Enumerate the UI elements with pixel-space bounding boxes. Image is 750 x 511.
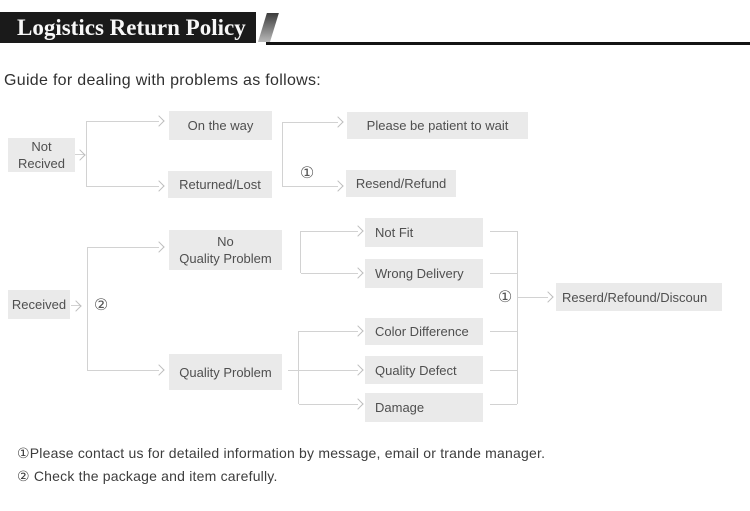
arrow-right-icon (352, 325, 364, 337)
arrow-right-icon (352, 225, 364, 237)
footnote-1: ①Please contact us for detailed informat… (17, 445, 546, 461)
flow-line (300, 231, 301, 273)
arrow-right-icon (542, 291, 554, 303)
flow-line (88, 247, 159, 248)
flow-line (298, 331, 299, 404)
flow-line (299, 404, 358, 405)
flow-line (87, 186, 159, 187)
node-received: Received (8, 290, 70, 319)
arrow-right-icon (153, 180, 165, 192)
flow-line (282, 122, 283, 187)
marker-1-icon: ① (496, 289, 514, 307)
arrow-right-icon (74, 149, 86, 161)
flow-line (299, 331, 358, 332)
intro-text: Guide for dealing with problems as follo… (4, 72, 322, 89)
page-title: Logistics Return Policy (17, 15, 246, 40)
flow-line (517, 231, 518, 404)
flow-line (490, 231, 517, 232)
flow-line (86, 121, 87, 187)
node-result: Reserd/Refound/Discoun (556, 283, 722, 311)
flow-line (87, 121, 159, 122)
node-on-the-way: On the way (169, 111, 272, 140)
flow-line (301, 231, 358, 232)
banner-flap-decoration (258, 13, 279, 42)
arrow-right-icon (332, 116, 344, 128)
footnote-2: ② Check the package and item carefully. (17, 468, 278, 484)
arrow-right-icon (153, 241, 165, 253)
flow-line (88, 370, 159, 371)
arrow-right-icon (153, 115, 165, 127)
arrow-right-icon (352, 364, 364, 376)
node-quality-problem: Quality Problem (169, 354, 282, 390)
arrow-right-icon (70, 300, 82, 312)
flow-line (301, 273, 358, 274)
node-color-difference: Color Difference (365, 318, 483, 345)
node-damage: Damage (365, 393, 483, 422)
arrow-right-icon (352, 267, 364, 279)
marker-1-icon: ① (298, 165, 316, 183)
arrow-right-icon (332, 180, 344, 192)
node-quality-defect: Quality Defect (365, 356, 483, 384)
flow-line (71, 305, 80, 306)
page-title-banner: Logistics Return Policy (0, 12, 256, 43)
flow-line (75, 154, 84, 155)
node-not-received: Not Recived (8, 138, 75, 172)
flow-line (490, 331, 517, 332)
node-resend-refund: Resend/Refund (346, 170, 456, 197)
node-wrong-delivery: Wrong Delivery (365, 259, 483, 288)
flow-line (490, 404, 517, 405)
flow-line (283, 122, 338, 123)
node-be-patient: Please be patient to wait (347, 112, 528, 139)
arrow-right-icon (352, 398, 364, 410)
node-returned-lost: Returned/Lost (168, 171, 272, 198)
flow-line (490, 370, 517, 371)
flow-line (288, 370, 358, 371)
node-not-fit: Not Fit (365, 218, 483, 247)
node-no-quality-problem: No Quality Problem (169, 230, 282, 270)
header-rule (266, 42, 750, 45)
marker-2-icon: ② (92, 297, 110, 315)
flow-line (87, 247, 88, 371)
flow-line (490, 273, 517, 274)
arrow-right-icon (153, 364, 165, 376)
flow-line (283, 186, 338, 187)
flow-line (518, 297, 548, 298)
